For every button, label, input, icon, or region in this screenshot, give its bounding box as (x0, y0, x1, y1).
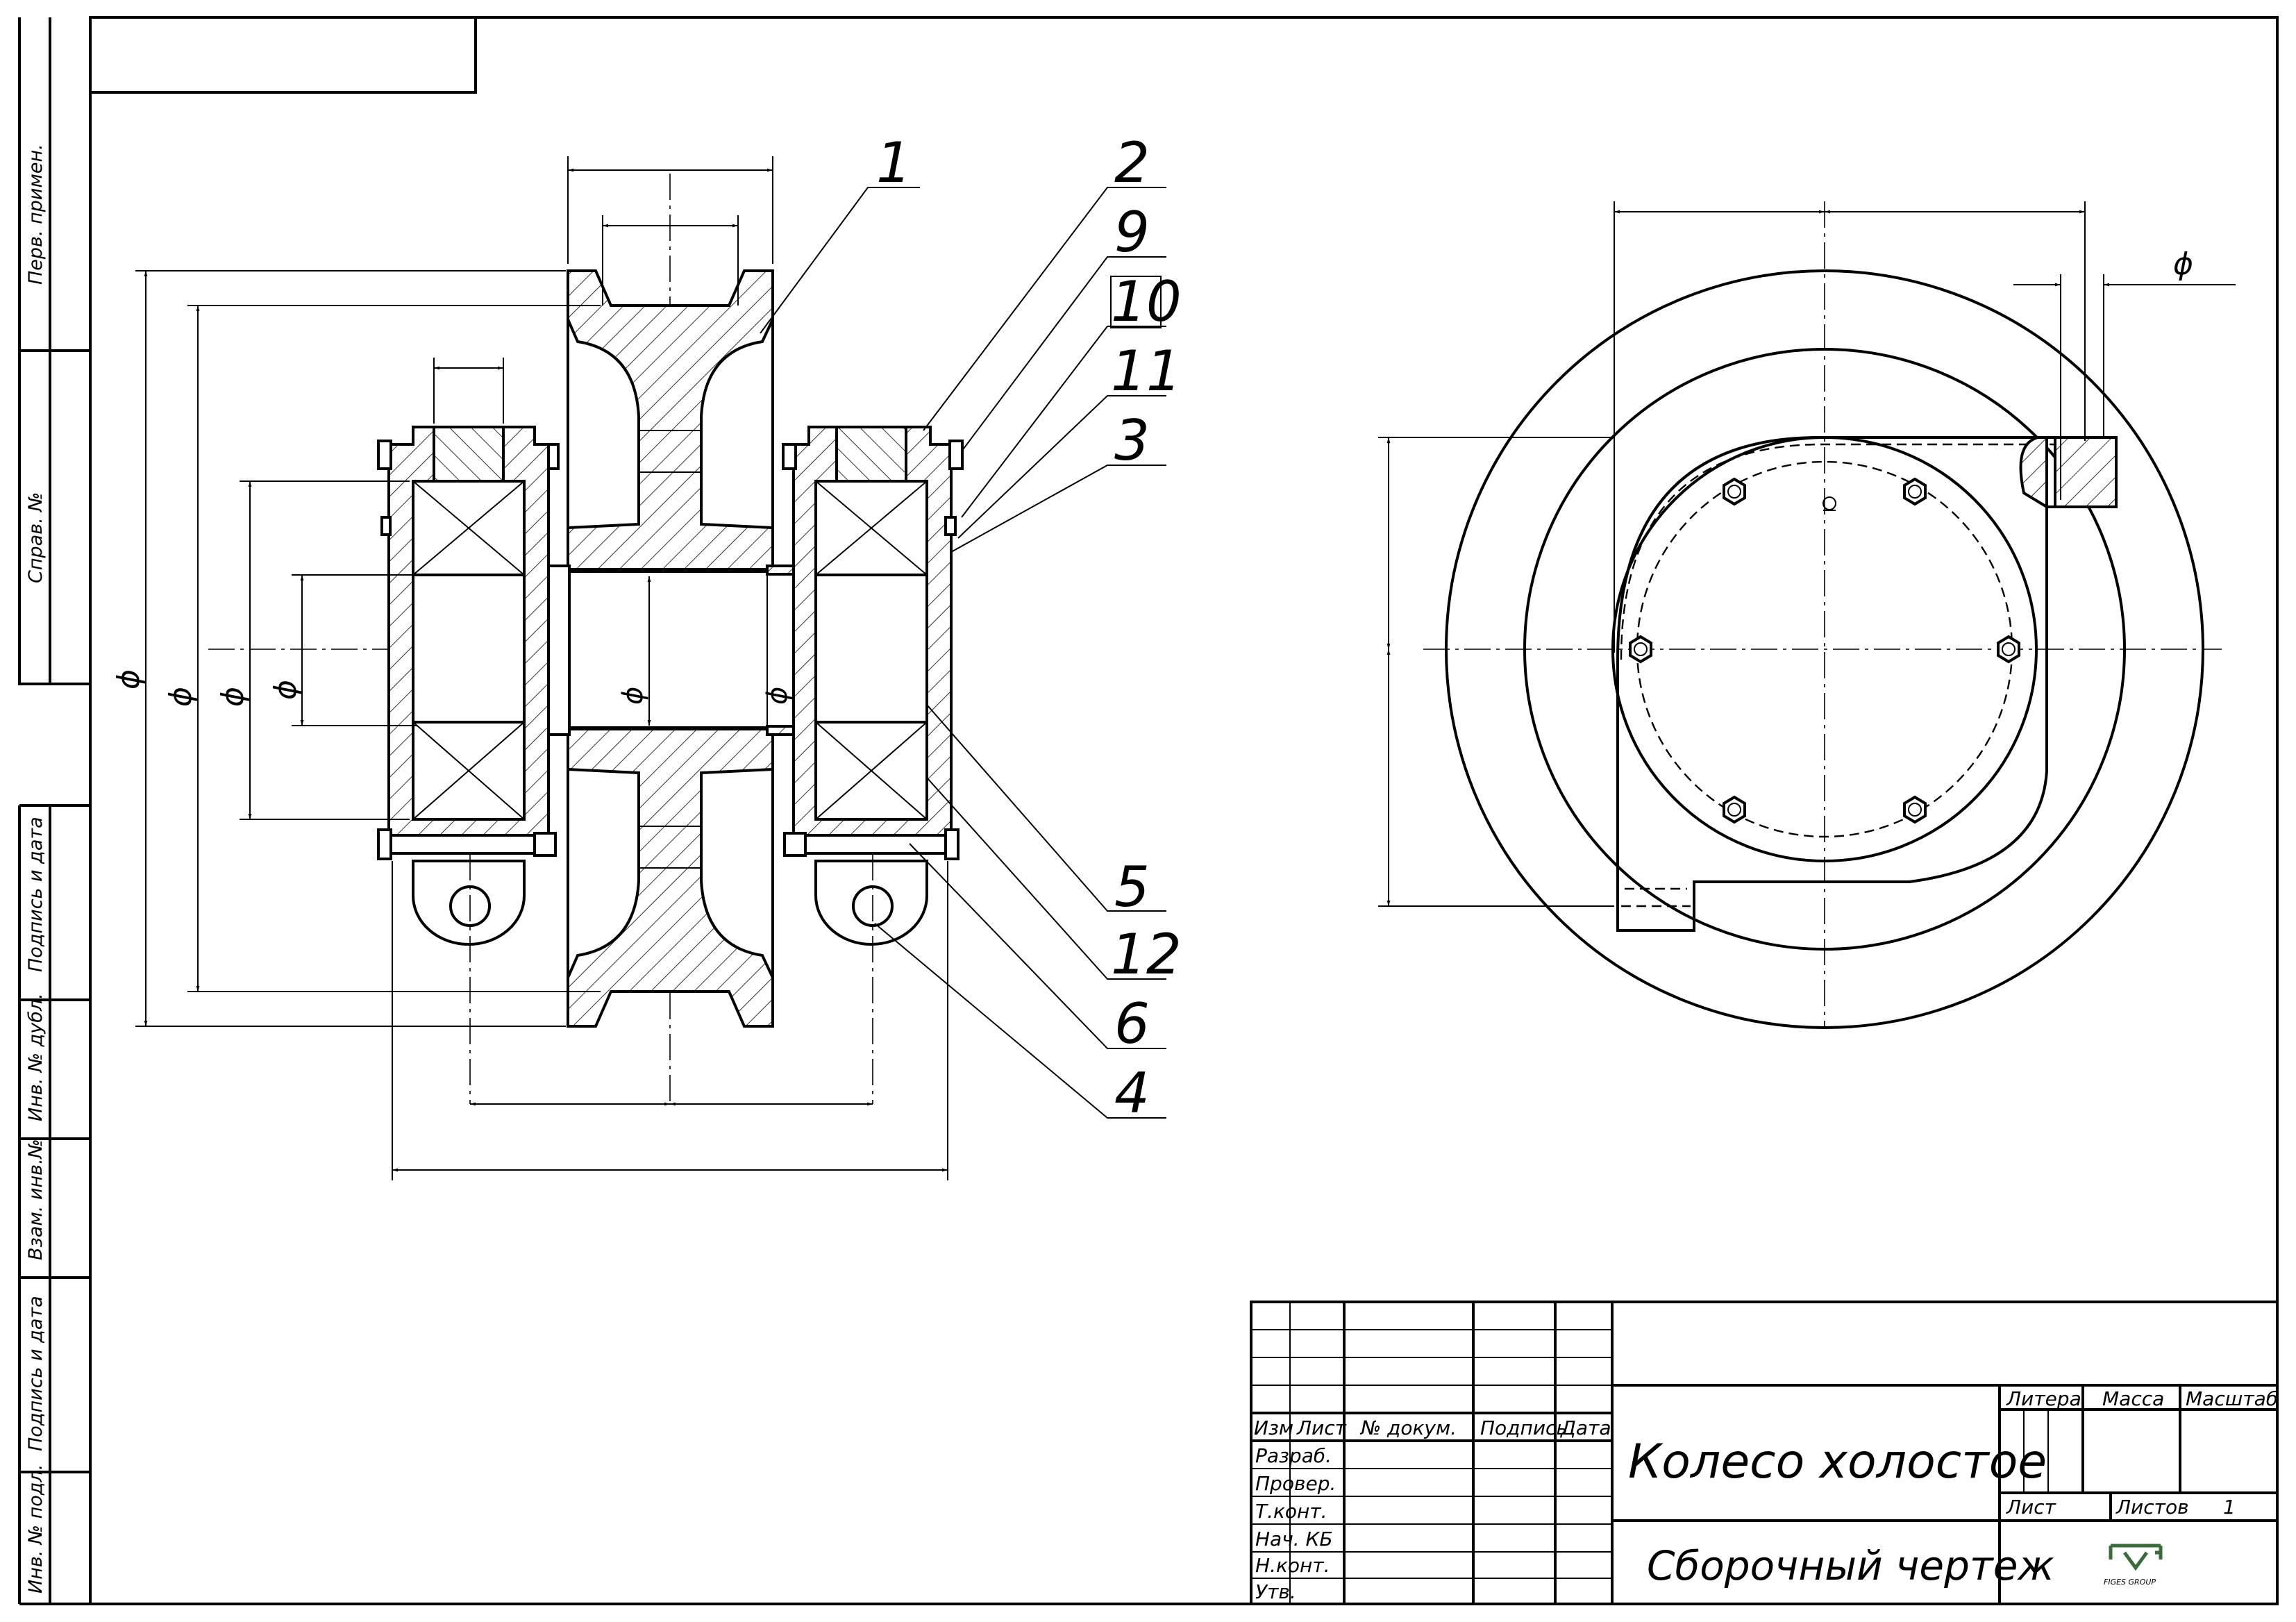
sheets-label: Листов (2115, 1496, 2189, 1519)
role-prover: Провер. (1255, 1472, 1336, 1495)
side-strip: Перв. примен. Справ. № Подпись и дата Ин… (18, 17, 90, 1605)
callout-9: 9 (1114, 200, 1150, 265)
side-inv-podl: Инв. № подл. (25, 1464, 47, 1594)
callout-10: 10 (1111, 269, 1182, 334)
callout-5: 5 (1114, 855, 1150, 919)
dim-phi-2: ϕ (163, 687, 199, 707)
section-view (208, 174, 964, 1104)
dim-phi-1: ϕ (111, 669, 146, 689)
callout-4: 4 (1114, 1061, 1150, 1126)
front-view: ϕ (1378, 201, 2236, 1029)
wheel-rim-lower (567, 728, 774, 1028)
section-dimensions: ϕ ϕ ϕ ϕ ϕ ϕ (111, 156, 948, 1180)
company-logo: FIGES GROUP (2104, 1544, 2163, 1587)
side-podpis-data-top: Подпись и дата (25, 817, 47, 972)
role-tkont: Т.конт. (1255, 1500, 1327, 1523)
bolt-heads (1629, 477, 2020, 824)
dim-phi-front: ϕ (2173, 246, 2193, 282)
dim-phi-5: ϕ (617, 687, 649, 705)
left-lug (412, 860, 526, 946)
callout-12: 12 (1111, 922, 1182, 987)
sheet-frame (89, 16, 2279, 1605)
callout-2: 2 (1114, 131, 1150, 195)
callout-11: 11 (1111, 339, 1182, 403)
dim-phi-4: ϕ (268, 680, 303, 700)
wheel-rim-upper (567, 269, 774, 571)
sheet-label: Лист (2006, 1496, 2056, 1519)
litera-label: Литера (2006, 1387, 2081, 1410)
role-utv: Утв. (1255, 1580, 1296, 1603)
massa-label: Масса (2102, 1387, 2164, 1410)
side-perv-primen: Перв. примен. (25, 144, 47, 285)
callout-3: 3 (1114, 408, 1150, 473)
dim-phi-6: ϕ (762, 687, 794, 705)
hdr-doc-no: № докум. (1359, 1416, 1457, 1439)
masshtab-label: Масштаб (2186, 1387, 2278, 1410)
side-sprav-no: Справ. № (25, 492, 47, 583)
side-vzam-inv: Взам. инв.№ (25, 1139, 47, 1260)
callout-1: 1 (876, 131, 912, 195)
hdr-izm: Изм (1254, 1416, 1293, 1439)
sheets-count: 1 (2223, 1496, 2236, 1519)
role-nkont: Н.конт. (1255, 1554, 1330, 1577)
document-type: Сборочный чертеж (1647, 1542, 2054, 1589)
right-lug (814, 860, 928, 946)
hdr-podpis: Подпись (1480, 1416, 1568, 1439)
callout-6: 6 (1114, 992, 1150, 1056)
side-inv-dubl: Инв. № дубл. (25, 993, 47, 1121)
hdr-list: Лист (1296, 1416, 1347, 1439)
callouts: 1 2 9 10 11 3 5 12 6 4 (760, 131, 1182, 1126)
housing-cover (1616, 436, 2118, 932)
role-nach-kb: Нач. КБ (1255, 1528, 1333, 1550)
side-podpis-data-bottom: Подпись и дата (25, 1296, 47, 1451)
drawing-name: Колесо холостое (1628, 1435, 2047, 1489)
title-block: Изм Лист № докум. Подпись Дата Разраб. П… (1250, 1301, 2279, 1605)
hdr-data: Дата (1559, 1416, 1611, 1439)
role-razrab: Разраб. (1255, 1444, 1332, 1467)
dim-phi-3: ϕ (215, 687, 251, 707)
logo-text: FIGES GROUP (2104, 1578, 2156, 1587)
